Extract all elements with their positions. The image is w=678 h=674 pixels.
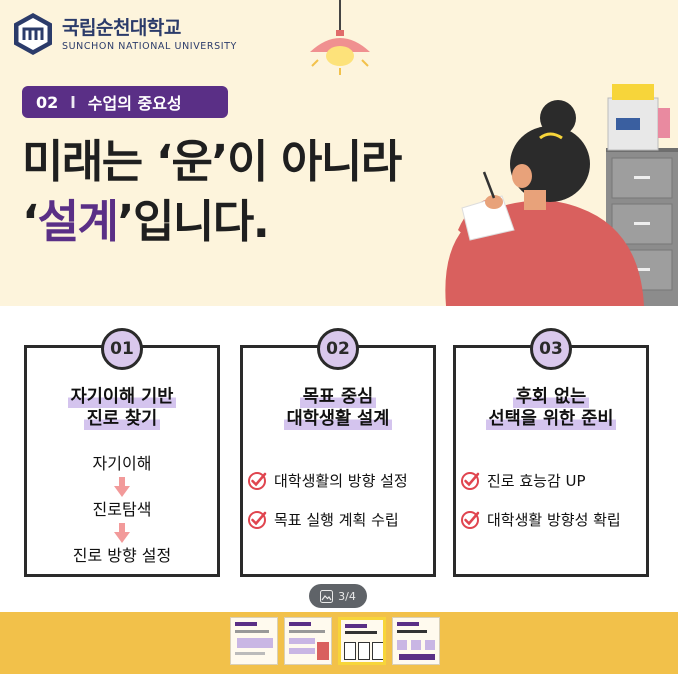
- page-indicator-text: 3/4: [338, 589, 356, 603]
- check-item-label: 대학생활의 방향 설정: [274, 472, 408, 490]
- section-separator: l: [70, 92, 76, 112]
- check-item: 진로 효능감 UP: [460, 470, 644, 491]
- card-number-badge: 03: [530, 328, 572, 370]
- ceiling-lamp-icon: [310, 0, 370, 75]
- check-item: 대학생활 방향성 확립: [460, 509, 644, 530]
- section-label: 수업의 중요성: [87, 94, 182, 113]
- card-regret-free-choice: 03 후회 없는 선택을 위한 준비 진로 효능감 UP 대학생활 방향성 확립: [453, 328, 649, 577]
- check-circle-icon: [248, 510, 267, 529]
- check-circle-icon: [248, 471, 267, 490]
- university-emblem-icon: [14, 13, 52, 55]
- card-title: 자기이해 기반 진로 찾기: [27, 386, 217, 430]
- card-number-badge: 01: [101, 328, 143, 370]
- card-title-line-2: 선택을 위한 준비: [485, 408, 617, 430]
- check-circle-icon: [461, 471, 480, 490]
- card-title-line-2: 진로 찾기: [83, 408, 161, 430]
- card-goal-centered: 02 목표 중심 대학생활 설계 대학생활의 방향 설정 목표 실행 계획 수립: [240, 328, 436, 577]
- card-title-line-2: 대학생활 설계: [283, 408, 393, 430]
- step-item: 진로 방향 설정: [72, 546, 172, 565]
- slide-header-area: 국립순천대학교 SUNCHON NATIONAL UNIVERSITY 02 l…: [0, 0, 678, 306]
- check-list: 진로 효능감 UP 대학생활 방향성 확립: [460, 470, 644, 548]
- check-item-label: 진로 효능감 UP: [487, 472, 586, 490]
- headline-line-2: ‘설계’입니다.: [22, 192, 401, 252]
- check-item: 목표 실행 계획 수립: [247, 509, 431, 530]
- university-logo: 국립순천대학교 SUNCHON NATIONAL UNIVERSITY: [12, 12, 237, 56]
- arrow-down-icon: [114, 523, 130, 543]
- check-item-label: 대학생활 방향성 확립: [487, 511, 621, 529]
- thumbnail-slide-4[interactable]: [392, 617, 440, 665]
- check-item: 대학생활의 방향 설정: [247, 470, 431, 491]
- thumbnail-slide-2[interactable]: [284, 617, 332, 665]
- card-number-badge: 02: [317, 328, 359, 370]
- headline-line-1: 미래는 ‘운’이 아니라: [22, 135, 402, 188]
- logo-korean-name: 국립순천대학교: [62, 16, 181, 39]
- section-number: 02: [36, 92, 59, 112]
- card-self-understanding: 01 자기이해 기반 진로 찾기 자기이해 진로탐색 진로 방향 설정: [24, 328, 220, 577]
- section-badge: 02 l 수업의 중요성: [22, 86, 228, 118]
- step-flow: 자기이해 진로탐색 진로 방향 설정: [27, 454, 217, 566]
- woman-writing-illustration: [445, 84, 678, 306]
- headline: 미래는 ‘운’이 아니라 ‘설계’입니다.: [22, 132, 402, 252]
- step-item: 자기이해: [92, 454, 152, 473]
- card-title-line-1: 목표 중심: [299, 386, 377, 408]
- headline-quote-open: ‘: [22, 195, 39, 248]
- step-item: 진로탐색: [92, 500, 152, 519]
- card-title: 후회 없는 선택을 위한 준비: [456, 386, 646, 430]
- card-title: 목표 중심 대학생활 설계: [243, 386, 433, 430]
- headline-line-2-rest: ’입니다.: [117, 195, 269, 248]
- page-indicator[interactable]: 3/4: [309, 584, 367, 608]
- logo-english-name: SUNCHON NATIONAL UNIVERSITY: [62, 40, 237, 52]
- arrow-down-icon: [114, 477, 130, 497]
- card-title-line-1: 자기이해 기반: [67, 386, 177, 408]
- check-circle-icon: [461, 510, 480, 529]
- thumbnail-slide-3[interactable]: [338, 617, 386, 665]
- image-gallery-icon: [320, 589, 334, 603]
- headline-accent: 설계: [37, 195, 119, 248]
- card-title-line-1: 후회 없는: [512, 386, 590, 408]
- check-item-label: 목표 실행 계획 수립: [274, 511, 399, 529]
- check-list: 대학생활의 방향 설정 목표 실행 계획 수립: [247, 470, 431, 548]
- thumbnail-slide-1[interactable]: [230, 617, 278, 665]
